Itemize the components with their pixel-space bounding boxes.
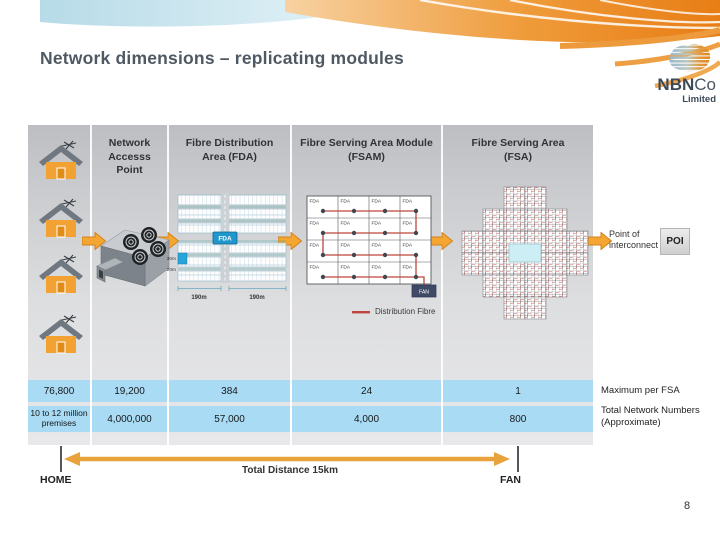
fda-hub-box bbox=[212, 231, 238, 245]
total-premises-text: 10 to 12 million premises bbox=[30, 408, 88, 428]
fsam-cell-label: FDA bbox=[341, 243, 351, 249]
house-icon bbox=[39, 140, 83, 180]
fda-street-grid bbox=[177, 194, 287, 282]
fsam-cell-label: FDA bbox=[310, 199, 320, 205]
distance-tick-right bbox=[517, 446, 519, 472]
fsa-center-area bbox=[508, 243, 542, 263]
home-label: HOME bbox=[40, 474, 72, 486]
fsam-cell-label: FDA bbox=[341, 199, 351, 205]
total-premises-cell: 10 to 12 million premises bbox=[28, 406, 90, 432]
fsam-diagram: FDA FDA FDA FDA FDA FDA FDA FDA FDA FDA … bbox=[306, 195, 437, 298]
fsam-nodes bbox=[320, 208, 419, 280]
fsam-cell-label: FDA bbox=[403, 221, 413, 227]
max-row-label: Maximum per FSA bbox=[601, 385, 680, 396]
distance-label: Total Distance 15km bbox=[242, 465, 338, 476]
nap-column-header: Network Accesss Point bbox=[108, 137, 151, 177]
max-fsam-cell: 24 bbox=[292, 380, 441, 402]
max-fsa-cell: 1 bbox=[443, 380, 593, 402]
nbnco-logo: NBNCo Limited bbox=[636, 42, 716, 105]
banner-decoration bbox=[40, 0, 720, 89]
fsam-cell-label: FDA bbox=[310, 243, 320, 249]
column-separator bbox=[167, 125, 169, 445]
fda-dim-left-bottom: 20m bbox=[167, 267, 176, 273]
fsam-cell-label: FDA bbox=[372, 243, 382, 249]
total-row-label: Total Network Numbers (Approximate) bbox=[601, 405, 700, 428]
fsa-diagram bbox=[461, 186, 589, 320]
fsam-fan-label: FAN bbox=[419, 289, 429, 295]
brand-text: NBNCo bbox=[636, 76, 716, 94]
fda-diagram: FDA 30m 20m 190m 190m bbox=[167, 193, 287, 301]
fsam-column-header: Fibre Serving Area Module (FSAM) bbox=[300, 137, 433, 163]
fsam-cell-label: FDA bbox=[372, 221, 382, 227]
house-icon bbox=[39, 314, 83, 354]
fsam-cell-label: FDA bbox=[341, 221, 351, 227]
fda-dim-bottom-left: 190m bbox=[191, 295, 206, 301]
max-premises-cell: 76,800 bbox=[28, 380, 90, 402]
fsam-cell-label: FDA bbox=[403, 243, 413, 249]
page-title: Network dimensions – replicating modules bbox=[40, 48, 404, 68]
total-fsa-cell: 800 bbox=[443, 406, 593, 432]
fsam-cell-label: FDA bbox=[372, 265, 382, 271]
brand-bold: NBN bbox=[657, 75, 695, 94]
fsam-legend-label: Distribution Fibre bbox=[375, 307, 436, 316]
flow-arrow-icon bbox=[588, 232, 612, 250]
fsam-cell-label: FDA bbox=[403, 199, 413, 205]
poi-caption: Point of interconnect bbox=[609, 229, 659, 251]
distance-tick-left bbox=[60, 446, 62, 472]
cable-coils bbox=[123, 227, 166, 265]
column-separator bbox=[290, 125, 292, 445]
fda-column-header: Fibre Distribution Area (FDA) bbox=[185, 137, 274, 163]
nap-illustration bbox=[96, 227, 170, 287]
fda-dim-left-top: 30m bbox=[167, 256, 176, 262]
australia-map-icon bbox=[669, 43, 711, 72]
fsam-cell-label: FDA bbox=[372, 199, 382, 205]
brand-light: Co bbox=[694, 75, 716, 94]
page-number: 8 bbox=[684, 500, 691, 512]
flow-arrow-icon bbox=[82, 232, 106, 250]
fsam-fan-box bbox=[411, 284, 437, 298]
fsam-cell-label: FDA bbox=[341, 265, 351, 271]
fibre-line-icon bbox=[352, 310, 370, 313]
max-fda-cell: 384 bbox=[169, 380, 290, 402]
fda-node-marker bbox=[177, 252, 188, 265]
total-fsam-cell: 4,000 bbox=[292, 406, 441, 432]
fsa-column-header: Fibre Serving Area (FSA) bbox=[471, 137, 565, 163]
house-icon bbox=[39, 254, 83, 294]
house-icon bbox=[39, 198, 83, 238]
limited-text: Limited bbox=[682, 93, 716, 105]
total-fda-cell: 57,000 bbox=[169, 406, 290, 432]
fsam-fibre-route bbox=[322, 210, 425, 285]
total-nap-cell: 4,000,000 bbox=[92, 406, 167, 432]
fsam-cell-labels: FDA FDA FDA FDA FDA FDA FDA FDA FDA FDA … bbox=[310, 199, 413, 271]
distance-arrow bbox=[64, 452, 510, 466]
poi-box: POI bbox=[660, 228, 690, 255]
column-separator bbox=[90, 125, 92, 445]
fsam-legend: Distribution Fibre bbox=[352, 307, 435, 316]
column-separator bbox=[441, 125, 443, 445]
fsam-cell-label: FDA bbox=[403, 265, 413, 271]
fan-label: FAN bbox=[500, 474, 521, 486]
max-nap-cell: 19,200 bbox=[92, 380, 167, 402]
fsa-blocks bbox=[461, 186, 589, 320]
fsam-cell-label: FDA bbox=[310, 221, 320, 227]
fda-center-label: FDA bbox=[218, 236, 232, 243]
fda-dim-bottom-right: 190m bbox=[249, 295, 264, 301]
fsam-cell-label: FDA bbox=[310, 265, 320, 271]
